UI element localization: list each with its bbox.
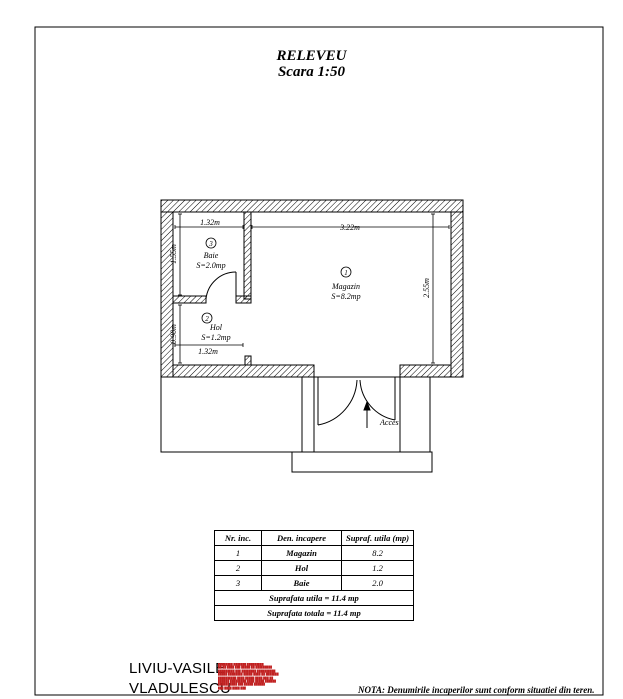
table-total-row: Suprafata totala = 11.4 mp	[214, 605, 414, 621]
table-row: 2 Hol 1.2	[214, 560, 414, 576]
table-cell-name: Hol	[261, 560, 342, 576]
table-total-useful: Suprafata utila = 11.4 mp	[214, 590, 414, 606]
room-2-name: Hol	[209, 323, 223, 332]
walls	[160, 199, 464, 378]
storefront-outline	[160, 376, 433, 473]
table-header-row: Nr. inc. Den. incapere Supraf. utila (mp…	[214, 530, 414, 546]
dim-magazin-width: 3.22m	[339, 223, 360, 232]
room-2-area: S=1.2mp	[201, 333, 230, 342]
table-total-useful-row: Suprafata utila = 11.4 mp	[214, 590, 414, 606]
footer-note: NOTA: Denumirile incaperilor sunt confor…	[358, 685, 595, 695]
sheet-border	[34, 26, 604, 696]
table-cell-nr: 2	[214, 560, 262, 576]
dimension-lines	[174, 213, 450, 364]
entrance-arrow	[363, 400, 371, 428]
dim-magazin-height: 2.55m	[422, 278, 431, 298]
author-first-name: LIVIU-VASILE	[129, 660, 226, 677]
entrance-label: Acces	[379, 418, 399, 427]
room-2-circle	[201, 312, 213, 324]
table-cell-area: 1.2	[341, 560, 414, 576]
drawing-scale: Scara 1:50	[277, 64, 346, 80]
dim-hol-width: 1.32m	[198, 347, 218, 356]
room-2-number: 2	[205, 315, 209, 323]
table-header-area: Supraf. utila (mp)	[341, 530, 414, 546]
entrance-doors	[317, 377, 396, 426]
dim-hol-height: 0.90m	[169, 324, 178, 344]
room-3-name: Baie	[204, 251, 219, 260]
table-cell-name: Baie	[261, 575, 342, 591]
dim-baie-height: 1.55m	[169, 244, 178, 264]
table-cell-area: 8.2	[341, 545, 414, 561]
table-cell-nr: 1	[214, 545, 262, 561]
room-3-circle	[205, 237, 217, 249]
table-row: 3 Baie 2.0	[214, 575, 414, 591]
table-header-nr: Nr. inc.	[214, 530, 262, 546]
table-cell-name: Magazin	[261, 545, 342, 561]
rooms-table: Nr. inc. Den. incapere Supraf. utila (mp…	[214, 530, 414, 621]
room-3-area: S=2.0mp	[196, 261, 225, 270]
room-1-name: Magazin	[331, 282, 360, 291]
table-total: Suprafata totala = 11.4 mp	[214, 605, 414, 621]
author-last-name: VLADULESCU	[129, 680, 232, 697]
baie-door	[205, 271, 237, 300]
room-1-circle	[340, 266, 352, 278]
authorization-stamp: ████████ ███████ ███████████ ██ ████ ███…	[218, 663, 279, 690]
dim-baie-width: 1.32m	[200, 218, 220, 227]
room-1-area: S=8.2mp	[331, 292, 360, 301]
table-header-name: Den. incapere	[261, 530, 342, 546]
room-3-number: 3	[208, 240, 213, 248]
table-cell-area: 2.0	[341, 575, 414, 591]
room-1-number: 1	[344, 269, 348, 277]
drawing-title: RELEVEU	[276, 48, 347, 64]
table-row: 1 Magazin 8.2	[214, 545, 414, 561]
table-cell-nr: 3	[214, 575, 262, 591]
